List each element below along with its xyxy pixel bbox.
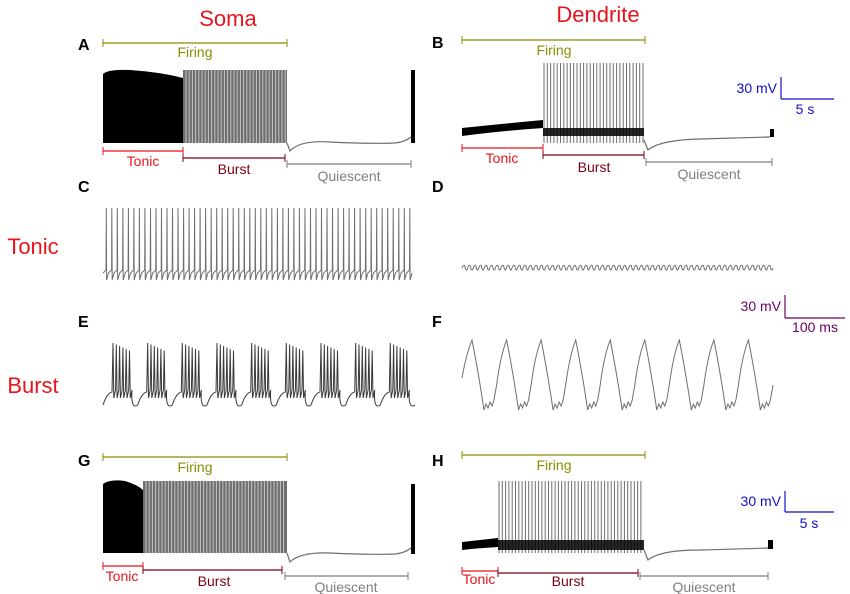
scale-bar-bottom: 30 mV 5 s: [741, 491, 834, 531]
scale-bar-middle: 30 mV 100 ms: [741, 295, 845, 335]
scale-bar-top: 30 mV 5 s: [737, 77, 834, 117]
burst-label: Burst: [552, 573, 585, 589]
row-title-burst: Burst: [7, 373, 58, 398]
panel-b: B Firing Tonic Burst Quiescent: [432, 35, 774, 182]
tonic-label: Tonic: [127, 153, 160, 169]
tonic-block-trace: [103, 480, 143, 553]
quiescent-trace: [643, 547, 769, 561]
tonic-block-trace: [103, 69, 183, 143]
burst-spike-lines: [145, 481, 285, 553]
tonic-dendrite-trace: [461, 264, 774, 271]
quiescent-label: Quiescent: [314, 579, 377, 594]
panel-letter-d: D: [432, 179, 444, 196]
scale-voltage-label: 30 mV: [737, 80, 778, 96]
scale-time-label: 100 ms: [792, 319, 838, 335]
panel-letter-f: F: [432, 314, 442, 331]
burst-spike-lines: [543, 63, 644, 143]
scale-voltage-label: 30 mV: [741, 493, 782, 509]
panel-c: C: [78, 179, 413, 281]
burst-label: Burst: [198, 573, 231, 589]
final-spike-block: [411, 484, 415, 554]
burst-label: Burst: [578, 159, 611, 175]
tonic-dendrite-trace: [462, 120, 543, 136]
panel-d: D: [432, 179, 774, 271]
firing-label: Firing: [177, 459, 212, 475]
burst-dendrite-trace: [461, 338, 774, 411]
panel-f: F: [432, 314, 774, 411]
final-spike-block: [411, 70, 415, 143]
panel-letter-g: G: [78, 453, 90, 470]
scale-time-label: 5 s: [796, 101, 815, 117]
panel-a: A Firing Tonic Burst Quiescent: [78, 37, 415, 184]
quiescent-label: Quiescent: [317, 168, 380, 184]
burst-spike-lines: [498, 481, 644, 553]
burst-label: Burst: [218, 161, 251, 177]
tonic-dendrite-trace: [462, 538, 498, 550]
panel-letter-e: E: [78, 314, 89, 331]
quiescent-trace: [643, 136, 771, 151]
quiescent-trace: [286, 547, 412, 564]
panel-letter-a: A: [78, 37, 90, 54]
tonic-label: Tonic: [486, 150, 519, 166]
final-spike-block: [770, 129, 774, 137]
tonic-label: Tonic: [106, 568, 139, 584]
firing-label: Firing: [536, 457, 571, 473]
tonic-soma-trace: [102, 207, 413, 281]
firing-label: Firing: [177, 44, 212, 60]
column-title-dendrite: Dendrite: [556, 2, 639, 27]
quiescent-trace: [286, 136, 412, 153]
quiescent-label: Quiescent: [677, 166, 740, 182]
firing-label: Firing: [536, 42, 571, 58]
panel-letter-h: H: [432, 453, 444, 470]
scale-time-label: 5 s: [800, 515, 819, 531]
burst-block-trace: [143, 481, 287, 553]
quiescent-label: Quiescent: [672, 579, 735, 594]
burst-spike-lines: [185, 70, 286, 143]
tonic-label: Tonic: [463, 571, 496, 587]
panel-letter-c: C: [78, 179, 90, 196]
panel-letter-b: B: [432, 35, 444, 52]
scale-voltage-label: 30 mV: [741, 298, 782, 314]
panel-h: H Firing Tonic Burst Quiescent: [432, 451, 773, 594]
panel-e: E: [78, 314, 416, 407]
row-title-tonic: Tonic: [7, 234, 58, 259]
panel-g: G Firing Tonic Burst Quiescent: [78, 453, 415, 594]
final-spike-block: [768, 540, 773, 549]
burst-soma-trace: [102, 342, 416, 407]
column-title-soma: Soma: [199, 6, 257, 31]
